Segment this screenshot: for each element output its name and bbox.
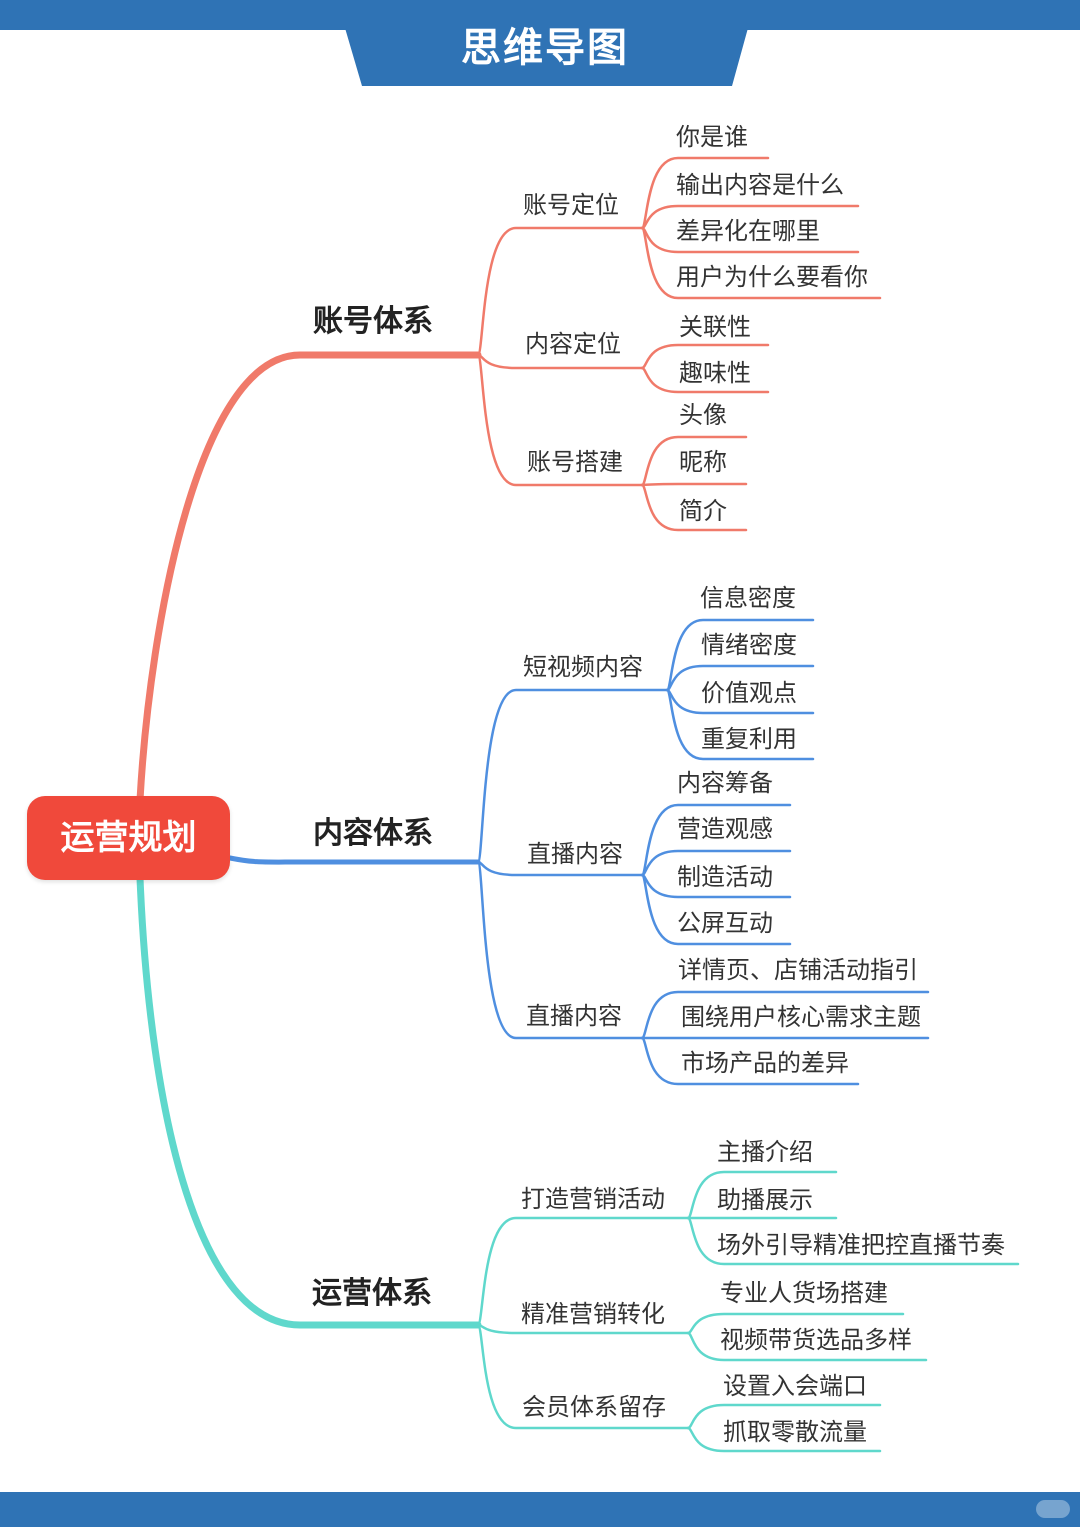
leaf-activities: 制造活动 (677, 863, 773, 891)
connector-sub-0-0 (476, 226, 644, 357)
leaf-emotion-density: 情绪密度 (701, 631, 797, 659)
sub-content-positioning: 内容定位 (525, 330, 621, 358)
connector-leaf-0-2-2 (640, 483, 748, 532)
leaf-differentiation: 差异化在哪里 (676, 217, 820, 245)
connector-leaf-2-1-0 (686, 1312, 905, 1335)
leaf-interest: 趣味性 (679, 359, 751, 387)
connector-sub-2-2 (476, 1323, 690, 1430)
leaf-nickname: 昵称 (679, 448, 727, 476)
connector-leaf-0-2-0 (640, 435, 748, 487)
leaf-values: 价值观点 (701, 679, 797, 707)
leaf-reuse: 重复利用 (701, 725, 797, 753)
connector-leaf-0-1-0 (640, 343, 770, 370)
connector-root-content (227, 855, 481, 865)
connector-leaf-2-1-1 (686, 1331, 928, 1362)
footer-bar (0, 1492, 1080, 1527)
leaf-rhythm-control: 场外引导精准把控直播节奏 (717, 1231, 1005, 1259)
connector-leaf-0-0-0 (640, 156, 770, 230)
connector-sub-2-0 (476, 1216, 690, 1327)
leaf-screen-interaction: 公屏互动 (677, 909, 773, 937)
leaf-why-watch: 用户为什么要看你 (676, 263, 868, 291)
leaf-product-selection: 视频带货选品多样 (720, 1326, 912, 1354)
connector-leaf-1-0-3 (665, 688, 815, 761)
connector-leaf-2-2-0 (686, 1403, 882, 1430)
header-bar (0, 0, 1080, 30)
connector-leaf-2-0-2 (686, 1216, 1020, 1266)
sub-account-setup: 账号搭建 (527, 448, 623, 476)
sub-member-retention: 会员体系留存 (522, 1393, 666, 1421)
sub-short-video: 短视频内容 (523, 653, 643, 681)
branch-content-system: 内容体系 (313, 816, 433, 851)
leaf-info-density: 信息密度 (700, 584, 796, 612)
connector-leaf-0-1-1 (640, 366, 770, 394)
leaf-people-goods-place: 专业人货场搭建 (720, 1279, 888, 1307)
leaf-host-intro: 主播介绍 (717, 1138, 813, 1166)
sub-precise-conversion: 精准营销转化 (521, 1300, 665, 1328)
leaf-core-needs: 围绕用户核心需求主题 (681, 1003, 921, 1031)
sub-marketing-activity: 打造营销活动 (521, 1185, 665, 1213)
connector-leaf-0-2-1 (640, 482, 748, 487)
connector-leaf-0-0-1 (640, 204, 860, 230)
connector-leaf-1-0-1 (665, 664, 815, 692)
leaf-bio: 简介 (679, 497, 727, 525)
title-tab (345, 28, 748, 86)
connector-leaf-0-0-3 (640, 226, 882, 300)
branch-account-system: 账号体系 (313, 304, 433, 339)
leaf-avatar: 头像 (679, 401, 727, 429)
connector-sub-0-2 (476, 353, 644, 487)
leaf-assistant-show: 助播展示 (717, 1186, 813, 1214)
connector-root-operation (136, 874, 482, 1329)
leaf-scattered-traffic: 抓取零散流量 (723, 1418, 867, 1446)
connector-root-account (136, 351, 482, 804)
leaf-market-diff: 市场产品的差异 (681, 1049, 849, 1077)
page-title: 思维导图 (461, 25, 629, 71)
connector-leaf-1-1-1 (640, 849, 792, 877)
connector-sub-1-0 (476, 688, 669, 864)
connector-sub-1-2 (476, 860, 644, 1040)
leaf-relevance: 关联性 (679, 313, 751, 341)
sub-account-positioning: 账号定位 (523, 191, 619, 219)
leaf-what-content: 输出内容是什么 (676, 171, 844, 199)
connector-leaf-2-0-0 (686, 1170, 838, 1220)
sub-live-content-1: 直播内容 (527, 840, 623, 868)
leaf-member-entry: 设置入会端口 (723, 1372, 867, 1400)
leaf-atmosphere: 营造观感 (677, 815, 773, 843)
leaf-content-prep: 内容筹备 (677, 769, 773, 797)
root-node: 运营规划 (27, 796, 230, 880)
sub-live-content-2: 直播内容 (526, 1002, 622, 1030)
watermark-badge (1036, 1500, 1070, 1518)
branch-operation-system: 运营体系 (312, 1276, 432, 1311)
leaf-detail-page: 详情页、店铺活动指引 (678, 956, 918, 984)
leaf-who-are-you: 你是谁 (676, 123, 748, 151)
connector-leaf-2-2-1 (686, 1426, 882, 1453)
connector-leaf-1-2-2 (640, 1036, 860, 1086)
connector-leaf-1-1-3 (640, 873, 792, 946)
connector-leaf-1-2-0 (640, 990, 930, 1040)
